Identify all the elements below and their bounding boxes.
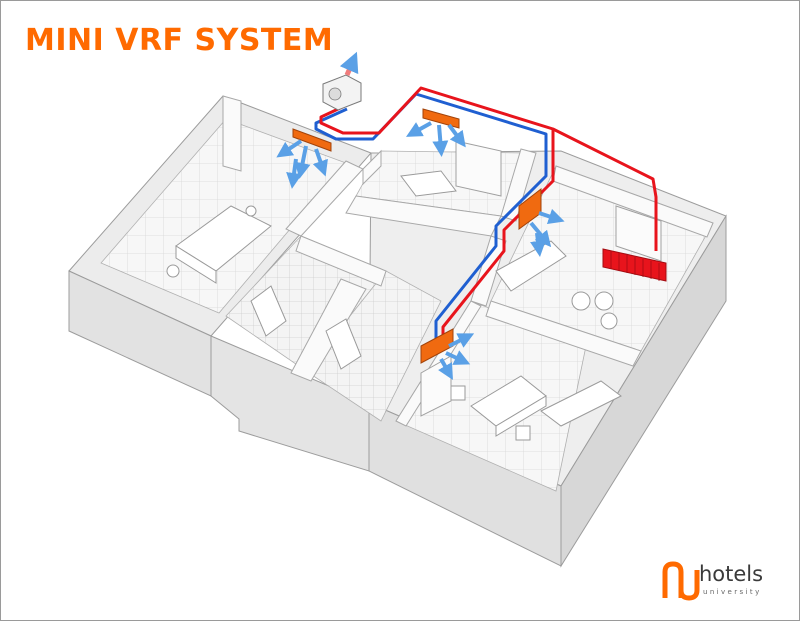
airflow-arrow-icon — [538, 208, 565, 225]
furniture — [166, 170, 622, 441]
airflow-arrow-icon — [529, 221, 552, 248]
logo-mark-icon — [662, 561, 700, 601]
airflow-arrow-icon — [286, 158, 303, 189]
airflow-arrow-icon — [294, 145, 311, 179]
supply-pipe — [319, 86, 658, 251]
logo-word: hotels — [699, 562, 764, 586]
diagram-title: MINI VRF SYSTEM — [25, 23, 334, 58]
airflow-arrow-icon — [312, 148, 328, 177]
airflow-arrow-icon — [276, 139, 303, 158]
airflow-arrow-icon — [406, 121, 432, 137]
logo-subtitle: university — [703, 588, 762, 596]
airflow-arrow-icon — [447, 123, 466, 148]
refrigerant-piping — [314, 86, 658, 346]
airflow-arrow-icon — [438, 358, 453, 380]
hotels-university-logo: hotels university — [661, 558, 791, 604]
radiator-icon — [602, 248, 667, 282]
airflow-arrows — [276, 121, 565, 380]
airflow-arrow-icon — [448, 333, 475, 348]
outdoor-unit-icon — [322, 51, 362, 111]
indoor-units — [292, 108, 542, 364]
indoor-unit-icon — [292, 128, 332, 152]
supply-pipe-branch — [441, 129, 555, 346]
return-pipe — [314, 92, 548, 341]
indoor-unit-icon — [422, 108, 460, 129]
airflow-arrow-icon — [530, 232, 546, 257]
airflow-arrow-icon — [432, 124, 449, 157]
airflow-arrow-icon — [445, 350, 471, 365]
